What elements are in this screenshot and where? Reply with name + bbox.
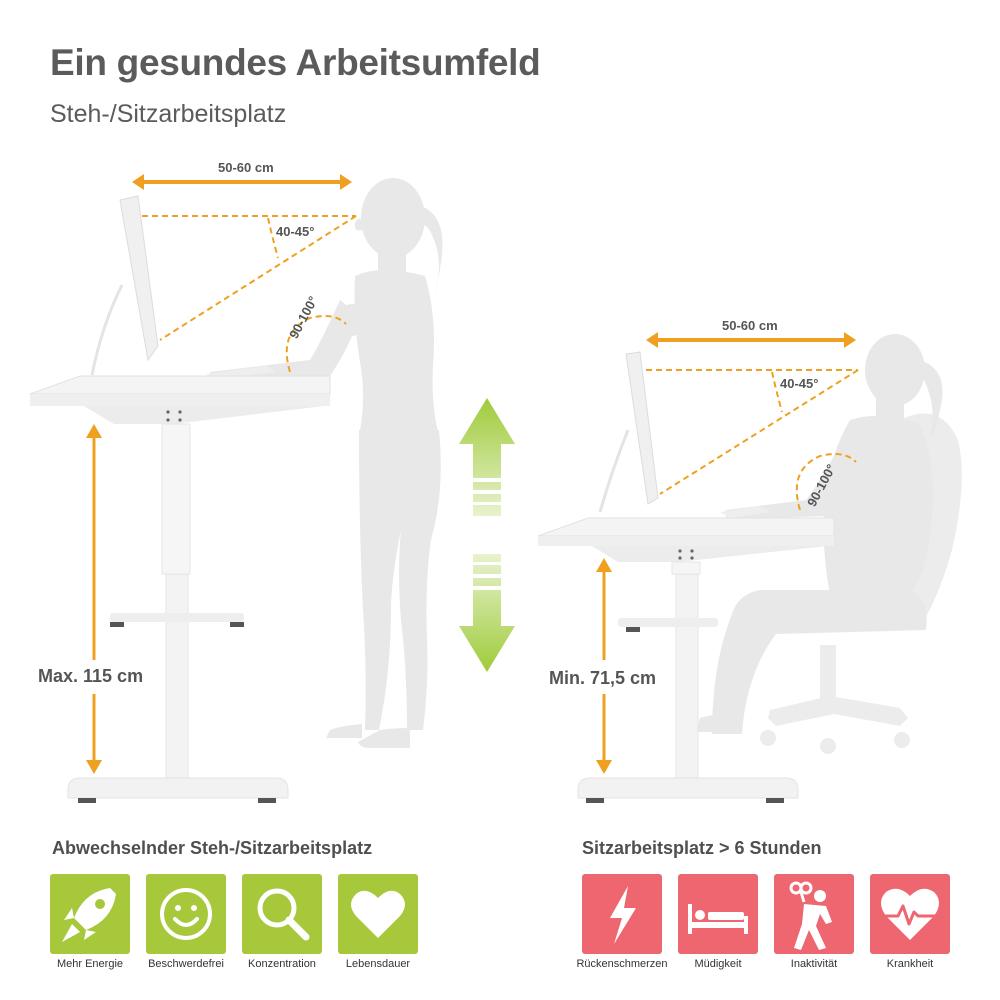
benefit-tile-comfort (146, 874, 226, 954)
sitting-height-arrow (596, 558, 612, 774)
risk-tile-back-pain (582, 874, 662, 954)
benefit-tile-energy (50, 874, 130, 954)
risk-label-illness: Krankheit (886, 958, 934, 970)
standing-person-silhouette (210, 178, 443, 748)
risk-label-back-pain: Rückenschmerzen (576, 958, 668, 970)
benefit-tile-concentration (242, 874, 322, 954)
windup-figure-icon (789, 881, 832, 950)
rocket-icon (62, 888, 116, 942)
sitting-scene (537, 332, 962, 803)
benefit-label-energy: Mehr Energie (56, 958, 124, 970)
standing-height-arrow (86, 424, 102, 774)
sitting-view-angle-lines (646, 369, 859, 511)
risk-label-inactivity: Inaktivität (790, 958, 838, 970)
sitting-view-angle-label: 40-45° (780, 376, 819, 391)
standing-desk-control-dots (166, 410, 182, 422)
sitting-distance-arrow (646, 332, 856, 348)
benefit-tile-longevity (338, 874, 418, 954)
benefit-label-comfort: Beschwerdefrei (148, 958, 224, 970)
standing-view-angle-label: 40-45° (276, 224, 315, 239)
risk-tile-illness (870, 874, 950, 954)
desk-illustration (29, 174, 962, 803)
heart-icon (351, 890, 405, 938)
benefit-label-longevity: Lebensdauer (345, 958, 411, 970)
risks-title: Sitzarbeitsplatz > 6 Stunden (582, 838, 822, 858)
risk-tile-fatigue (678, 874, 758, 954)
standing-height-label: Max. 115 cm (38, 666, 144, 686)
sitting-height-label: Min. 71,5 cm (549, 668, 657, 688)
standing-scene (29, 174, 443, 803)
sitting-person-silhouette (696, 334, 943, 734)
bed-icon (688, 904, 748, 934)
lightning-icon (610, 886, 636, 944)
sitting-distance-label: 50-60 cm (722, 318, 778, 333)
standing-distance-arrow (132, 174, 352, 190)
risk-tile-inactivity (774, 874, 854, 954)
benefit-label-concentration: Konzentration (248, 958, 316, 970)
heartbeat-icon (881, 888, 939, 940)
page-title: Ein gesundes Arbeitsumfeld (50, 42, 541, 83)
standing-distance-label: 50-60 cm (218, 160, 274, 175)
benefits-title: Abwechselnder Steh-/Sitzarbeitsplatz (52, 838, 373, 858)
smiley-icon (160, 888, 212, 940)
standing-view-angle-lines (142, 215, 357, 373)
magnifier-icon (257, 888, 310, 941)
sitting-desk-control-dots (678, 549, 694, 560)
height-adjust-arrows (459, 398, 515, 672)
risk-label-fatigue: Müdigkeit (694, 958, 742, 970)
page-subtitle: Steh-/Sitzarbeitsplatz (50, 100, 287, 128)
